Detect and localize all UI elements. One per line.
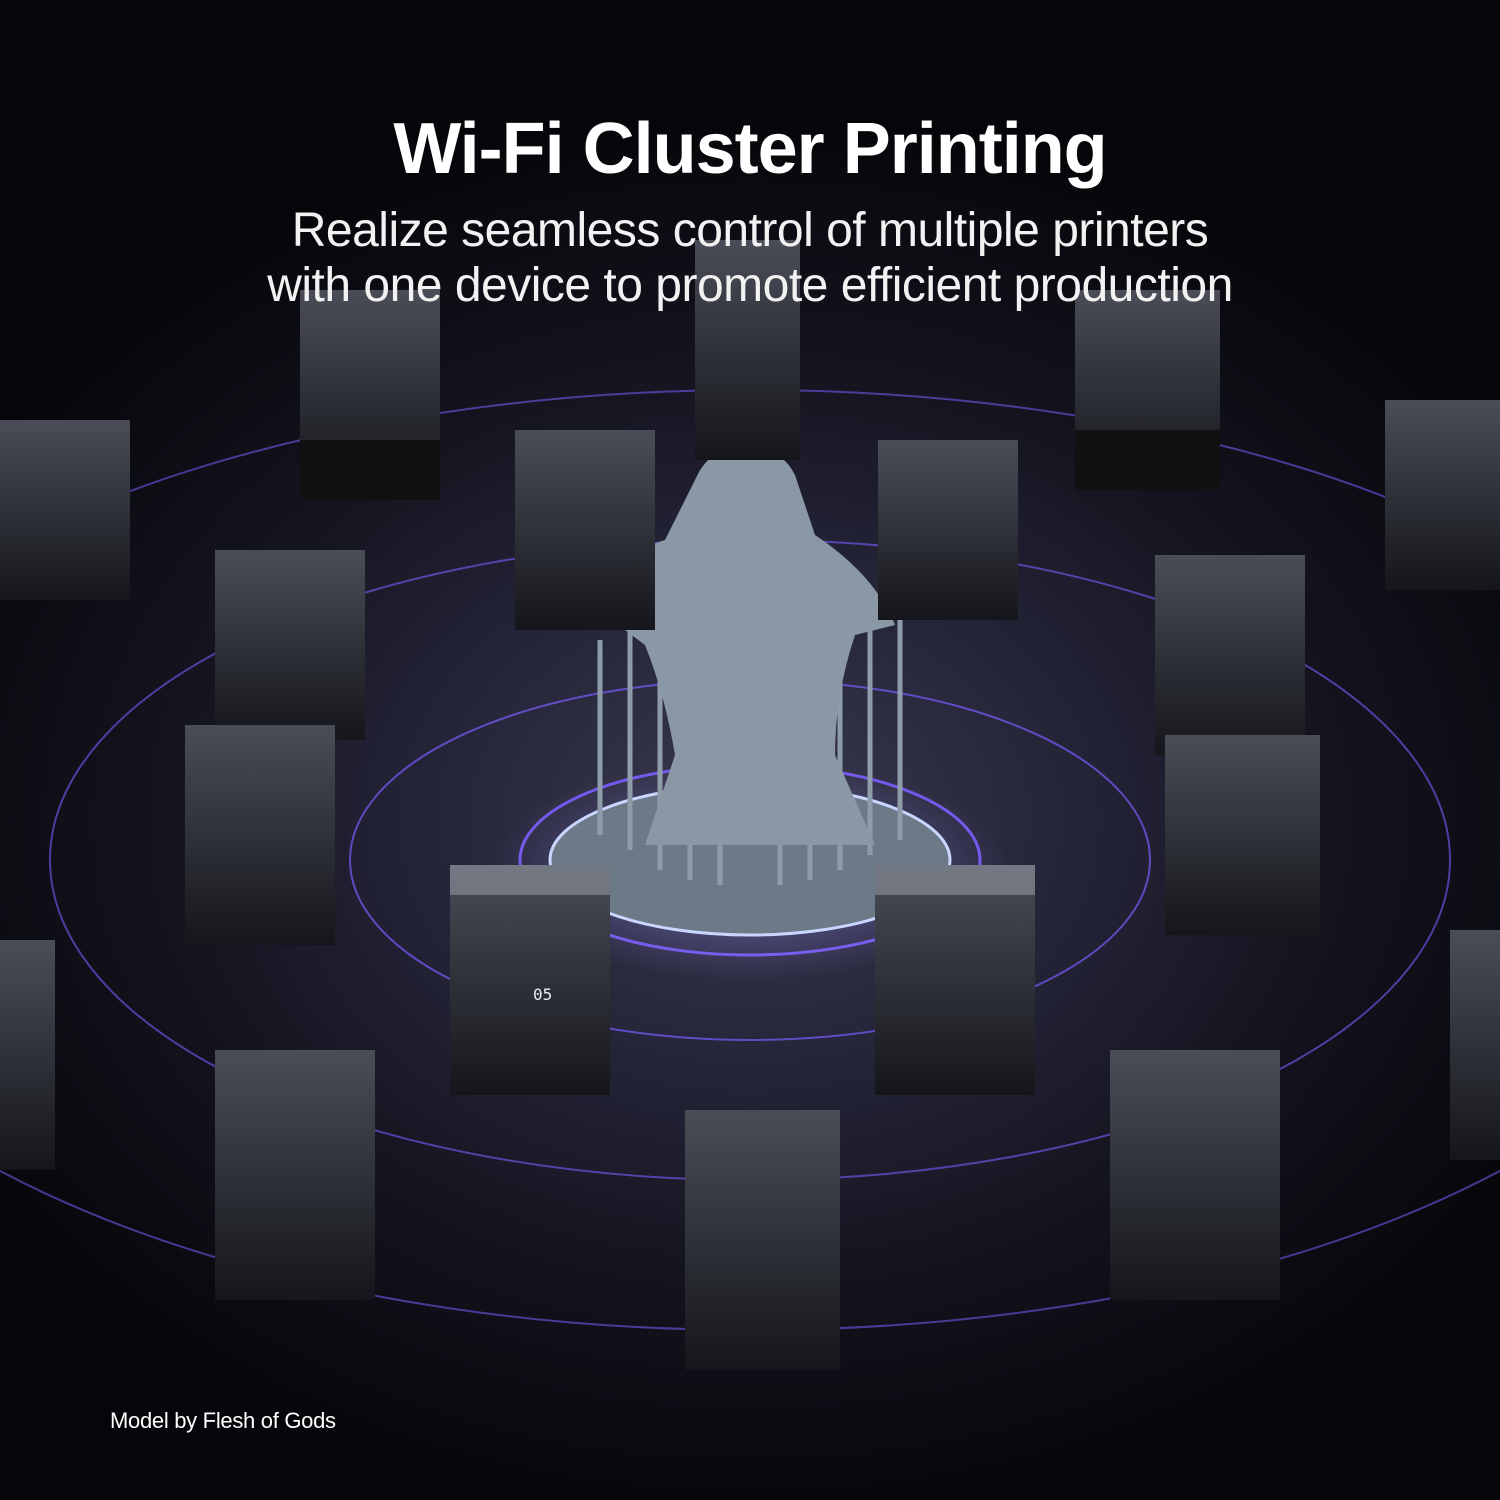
printer <box>0 940 55 1170</box>
printer <box>875 865 1035 1095</box>
printer <box>1450 930 1500 1160</box>
printer <box>695 240 800 460</box>
printer <box>1110 1050 1280 1300</box>
printer <box>300 290 440 500</box>
resin-figure <box>605 450 895 845</box>
printer <box>215 1050 375 1300</box>
printer <box>685 1110 840 1370</box>
printer <box>1385 400 1500 590</box>
printer <box>185 725 335 945</box>
subtitle-line-2: with one device to promote efficient pro… <box>267 259 1233 312</box>
printer-label: 05 <box>533 985 552 1004</box>
printer <box>515 430 655 630</box>
printer <box>215 550 365 740</box>
printers <box>0 240 1500 1370</box>
printer <box>1155 555 1305 755</box>
page-title: Wi-Fi Cluster Printing <box>393 109 1107 189</box>
printer <box>0 420 130 600</box>
model-credit: Model by Flesh of Gods <box>110 1408 336 1433</box>
subtitle-line-1: Realize seamless control of multiple pri… <box>291 204 1209 257</box>
printer <box>450 865 610 1095</box>
printer <box>1165 735 1320 935</box>
printer <box>1075 290 1220 490</box>
printer <box>878 440 1018 620</box>
